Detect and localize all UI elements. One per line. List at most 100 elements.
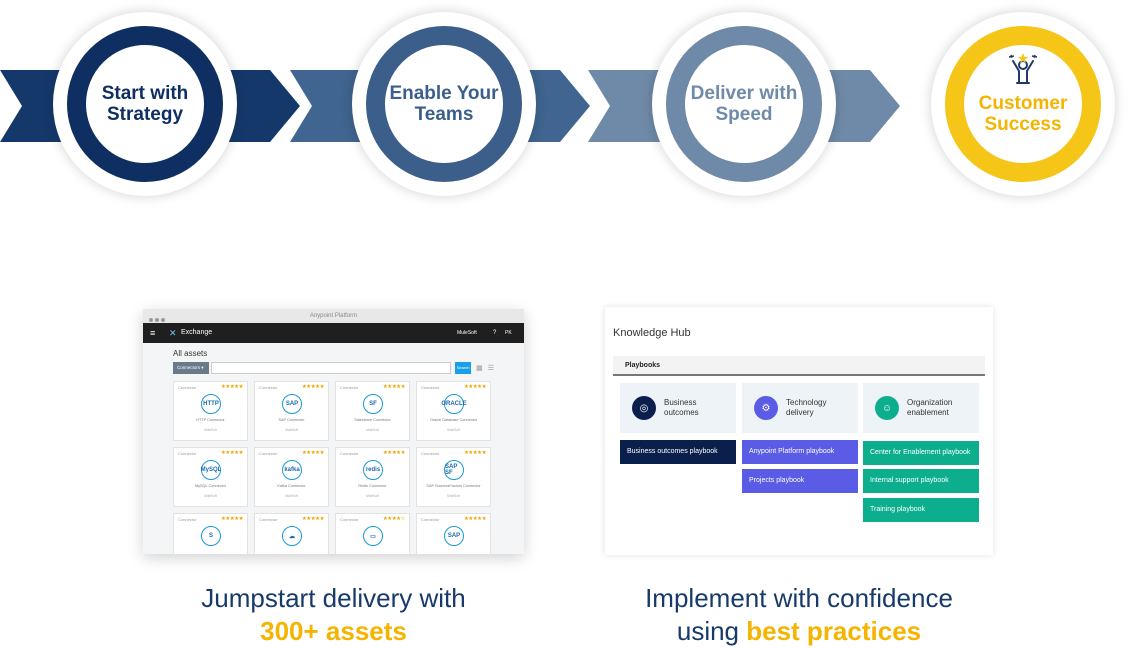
rating-stars: ★★★★★ [463, 450, 487, 456]
grid-view-icon[interactable]: ▦ [476, 365, 483, 372]
asset-type: Connector [178, 385, 197, 390]
asset-name: Oracle Database Connector [429, 418, 478, 422]
category-label: Business [664, 398, 697, 407]
user-avatar[interactable]: PK [505, 330, 512, 336]
playbook-anypoint-platform[interactable]: Anypoint Platform playbook [742, 440, 858, 464]
asset-type: Connector [178, 517, 197, 522]
asset-type: Connector [340, 451, 359, 456]
asset-card[interactable]: Connector ★★★★★ S [173, 513, 248, 554]
asset-type: Connector [421, 385, 440, 390]
asset-name: Redis Connector [358, 484, 387, 488]
playbook-business-outcomes[interactable]: Business outcomes playbook [620, 440, 736, 464]
rating-stars: ★★★★★ [220, 384, 244, 390]
asset-publisher: MuleSoft [447, 494, 460, 498]
playbook-projects[interactable]: Projects playbook [742, 469, 858, 493]
connector-icon: HTTP [201, 394, 221, 414]
asset-publisher: MuleSoft [447, 428, 460, 432]
step-2-line2: Teams [414, 104, 474, 125]
type-filter-dropdown[interactable]: Connectors ▾ [173, 362, 209, 374]
search-button[interactable]: Search [455, 362, 472, 374]
window-title: Anypoint Platform [309, 313, 358, 319]
connector-icon: SAP [282, 394, 302, 414]
connector-icon: ☁ [282, 526, 302, 546]
target-icon: ◎ [632, 396, 656, 420]
category-label: Technology [786, 398, 827, 407]
caption-right-prefix: using [676, 616, 747, 646]
step-4-line2: Success [984, 114, 1062, 135]
celebrating-person-icon [1008, 53, 1038, 84]
connector-icon: redis [363, 460, 383, 480]
rating-stars: ★★★★★ [382, 384, 406, 390]
asset-publisher: MuleSoft [366, 494, 379, 498]
connector-icon: ▭ [363, 526, 383, 546]
rating-stars: ★★★★★ [220, 516, 244, 522]
asset-card[interactable]: Connector★★★★☆▭ [335, 513, 410, 554]
rating-stars: ★★★★★ [463, 384, 487, 390]
connector-icon: SF [363, 394, 383, 414]
connector-icon: SAP SF [444, 460, 464, 480]
asset-publisher: MuleSoft [204, 428, 217, 432]
connector-icon: SAP [444, 526, 464, 546]
hamburger-menu-icon[interactable]: ≡ [150, 328, 156, 338]
gear-icon: ⚙ [754, 396, 778, 420]
asset-publisher: MuleSoft [285, 494, 298, 498]
asset-name: SAP Connector [278, 418, 305, 422]
rating-stars: ★★★★★ [301, 516, 325, 522]
list-view-icon[interactable]: ☰ [487, 365, 494, 372]
asset-name: HTTP Connector [196, 418, 225, 422]
connector-icon: S [201, 526, 221, 546]
playbook-training[interactable]: Training playbook [863, 498, 979, 522]
category-label: Organization [907, 398, 953, 407]
playbook-center-for-enablement[interactable]: Center for Enablement playbook [863, 441, 979, 465]
asset-publisher: MuleSoft [204, 494, 217, 498]
step-1-line1: Start with [101, 83, 189, 104]
asset-publisher: MuleSoft [285, 428, 298, 432]
caption-right-line1: Implement with confidence [645, 583, 953, 613]
asset-card[interactable]: Connector★★★★★SAP [416, 513, 491, 554]
step-4-line1: Customer [978, 93, 1068, 114]
category-label: delivery [786, 408, 814, 417]
connector-icon: ORACLE [441, 394, 467, 414]
step-3-line2: Speed [715, 104, 773, 125]
help-button[interactable]: ? [493, 330, 497, 336]
step-2-line1: Enable Your [389, 83, 499, 104]
asset-name: MySQL Connector [194, 484, 227, 488]
rating-stars: ★★★★★ [220, 450, 244, 456]
asset-card[interactable]: Connector ★★★★★ ☁ [254, 513, 329, 554]
asset-type: Connector [421, 517, 440, 522]
asset-type: Connector [340, 385, 359, 390]
asset-type: Connector [259, 517, 278, 522]
step-1-line2: Strategy [106, 104, 184, 125]
rating-stars: ★★★★☆ [382, 516, 406, 522]
window-controls[interactable] [149, 314, 167, 328]
caption-left-highlight: 300+ assets [260, 616, 407, 646]
asset-type: Connector [259, 385, 278, 390]
tab-playbooks[interactable]: Playbooks [613, 356, 985, 376]
caption-left: Jumpstart delivery with 300+ assets [143, 582, 524, 648]
connector-icon: kafka [282, 460, 302, 480]
search-input[interactable] [211, 362, 452, 374]
asset-publisher: MuleSoft [366, 428, 379, 432]
rating-stars: ★★★★★ [301, 450, 325, 456]
asset-card[interactable]: Connector ★★★★★ ORACLE Oracle Database Conn… [416, 381, 491, 441]
exchange-logo-icon: ✕ [169, 328, 177, 338]
asset-type: Connector [421, 451, 440, 456]
playbook-internal-support[interactable]: Internal support playbook [863, 469, 979, 493]
category-label: outcomes [664, 408, 699, 417]
app-name: Exchange [181, 329, 213, 336]
